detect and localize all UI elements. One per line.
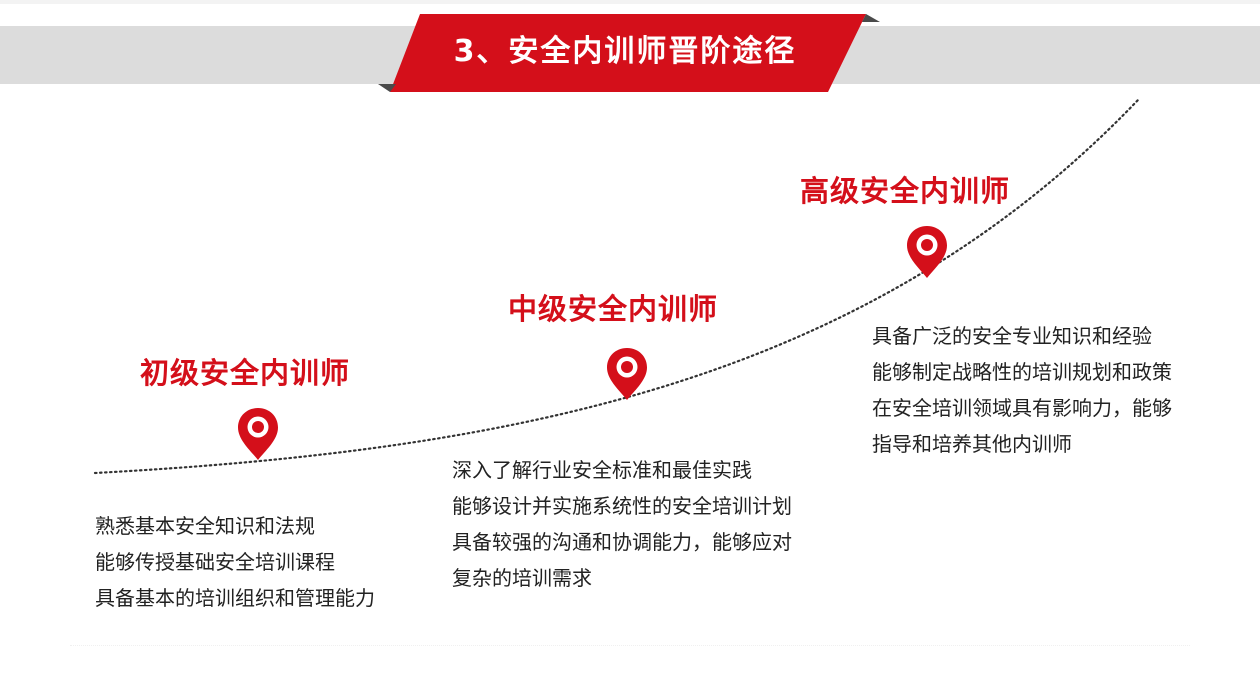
location-pin-icon xyxy=(907,226,947,278)
description-line: 能够设计并实施系统性的安全培训计划 xyxy=(452,494,792,518)
description-line: 能够制定战略性的培训规划和政策 xyxy=(872,360,1172,384)
description-line: 能够传授基础安全培训课程 xyxy=(95,550,335,574)
description-line: 具备基本的培训组织和管理能力 xyxy=(95,586,375,610)
description-line: 指导和培养其他内训师 xyxy=(872,432,1072,456)
level-description-junior: 熟悉基本安全知识和法规 能够传授基础安全培训课程 具备基本的培训组织和管理能力 xyxy=(95,508,375,616)
level-description-senior: 具备广泛的安全专业知识和经验 能够制定战略性的培训规划和政策 在安全培训领域具有… xyxy=(872,318,1172,462)
description-line: 熟悉基本安全知识和法规 xyxy=(95,514,315,538)
page-title: 3、安全内训师晋阶途径 xyxy=(453,34,797,69)
header-top-line xyxy=(0,0,1260,4)
description-line: 具备较强的沟通和协调能力，能够应对 xyxy=(452,530,792,554)
location-pin-icon xyxy=(238,408,278,460)
description-line: 在安全培训领域具有影响力，能够 xyxy=(872,396,1172,420)
level-title-junior: 初级安全内训师 xyxy=(140,356,351,390)
location-pin-icon xyxy=(607,348,647,400)
description-line: 深入了解行业安全标准和最佳实践 xyxy=(452,458,752,482)
level-title-intermediate: 中级安全内训师 xyxy=(508,292,719,326)
level-description-intermediate: 深入了解行业安全标准和最佳实践 能够设计并实施系统性的安全培训计划 具备较强的沟… xyxy=(452,452,792,596)
title-banner xyxy=(378,14,880,92)
level-title-senior: 高级安全内训师 xyxy=(800,174,1011,208)
description-line: 复杂的培训需求 xyxy=(452,566,592,590)
description-line: 具备广泛的安全专业知识和经验 xyxy=(872,324,1152,348)
bottom-divider xyxy=(70,645,1190,648)
